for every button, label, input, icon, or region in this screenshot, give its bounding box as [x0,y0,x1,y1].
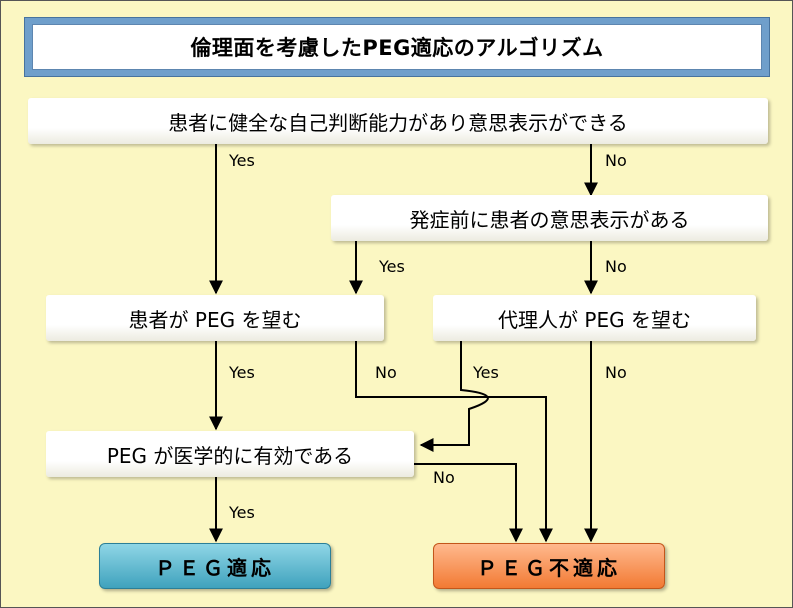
label-q2-yes: Yes [379,257,405,276]
node-prior-intent: 発症前に患者の意思表示がある [331,195,768,241]
label-q3-no: No [375,363,397,382]
title-frame: 倫理面を考慮したPEG適応のアルゴリズム [24,17,770,77]
edge-q3-no [355,341,553,543]
edge-q4-yes [419,341,489,452]
node-self-judgment: 患者に健全な自己判断能力があり意思表示ができる [28,98,768,144]
label-q3-yes: Yes [229,363,255,382]
diagram-title: 倫理面を考慮したPEG適応のアルゴリズム [32,24,762,70]
label-q4-no: No [605,363,627,382]
label-q1-yes: Yes [229,151,255,170]
node-patient-wants-peg: 患者が PEG を望む [46,295,384,341]
node-proxy-wants-peg: 代理人が PEG を望む [433,295,756,341]
result-peg-not-indicated: ＰＥＧ不適応 [433,543,665,589]
node-peg-medically-effective: PEG が医学的に有効である [46,431,414,477]
label-q5-yes: Yes [229,503,255,522]
label-q2-no: No [605,257,627,276]
result-peg-indicated: ＰＥＧ適応 [99,543,331,589]
label-q4-yes: Yes [473,363,499,382]
label-q5-no: No [433,468,455,487]
edge-q5-no [413,463,523,543]
label-q1-no: No [605,151,627,170]
